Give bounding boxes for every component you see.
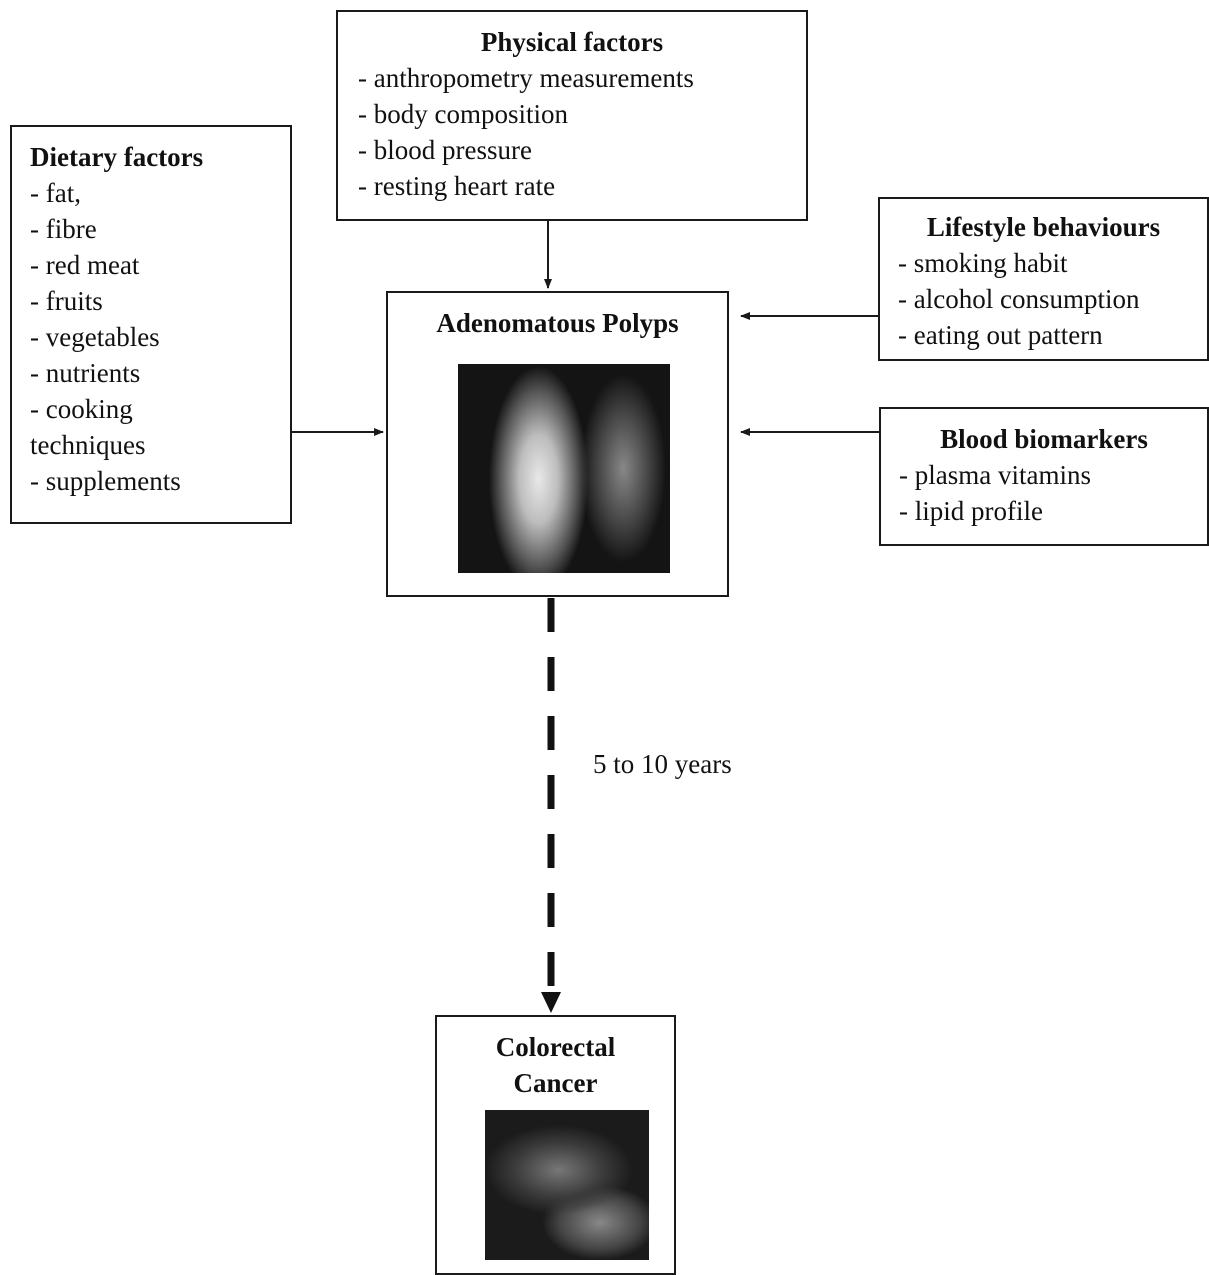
- dietary-item: - nutrients: [30, 358, 141, 388]
- dietary-item: - fibre: [30, 214, 97, 244]
- lifestyle-item: - alcohol consumption: [898, 284, 1140, 314]
- physical-item: - body composition: [358, 99, 568, 129]
- dietary-item: - supplements: [30, 466, 181, 496]
- adenomatous-polyps-title: Adenomatous Polyps: [436, 308, 679, 338]
- dietary-item: - cooking techniques: [30, 394, 146, 460]
- physical-factors-box: Physical factors - anthropometry measure…: [336, 10, 808, 221]
- blood-biomarkers-title: Blood biomarkers: [940, 424, 1148, 454]
- physical-item: - anthropometry measurements: [358, 63, 694, 93]
- dietary-item: - fruits: [30, 286, 103, 316]
- cancer-endoscopy-image: [485, 1110, 649, 1260]
- physical-item: - blood pressure: [358, 135, 532, 165]
- progression-arrowhead: [541, 992, 561, 1013]
- dietary-factors-title: Dietary factors: [30, 142, 204, 172]
- duration-label: 5 to 10 years: [593, 749, 732, 779]
- blood-item: - lipid profile: [899, 496, 1043, 526]
- blood-biomarkers-box: Blood biomarkers - plasma vitamins - lip…: [879, 407, 1209, 546]
- physical-factors-title: Physical factors: [480, 27, 664, 57]
- colorectal-cancer-title-line2: Cancer: [513, 1068, 598, 1098]
- dietary-item: - vegetables: [30, 322, 160, 352]
- polyp-endoscopy-image: [458, 364, 670, 573]
- physical-item: - resting heart rate: [358, 171, 556, 201]
- lifestyle-item: - eating out pattern: [898, 320, 1103, 350]
- adenomatous-polyps-box: Adenomatous Polyps: [386, 291, 729, 597]
- lifestyle-behaviours-box: Lifestyle behaviours - smoking habit - a…: [878, 197, 1209, 361]
- blood-item: - plasma vitamins: [899, 460, 1091, 490]
- dietary-item: - fat,: [30, 178, 81, 208]
- dietary-item: - red meat: [30, 250, 140, 280]
- lifestyle-item: - smoking habit: [898, 248, 1068, 278]
- lifestyle-behaviours-title: Lifestyle behaviours: [926, 212, 1161, 242]
- colorectal-cancer-box: Colorectal Cancer: [435, 1015, 676, 1275]
- colorectal-cancer-title-line1: Colorectal: [495, 1032, 616, 1062]
- dietary-factors-box: Dietary factors - fat, - fibre - red mea…: [10, 125, 292, 524]
